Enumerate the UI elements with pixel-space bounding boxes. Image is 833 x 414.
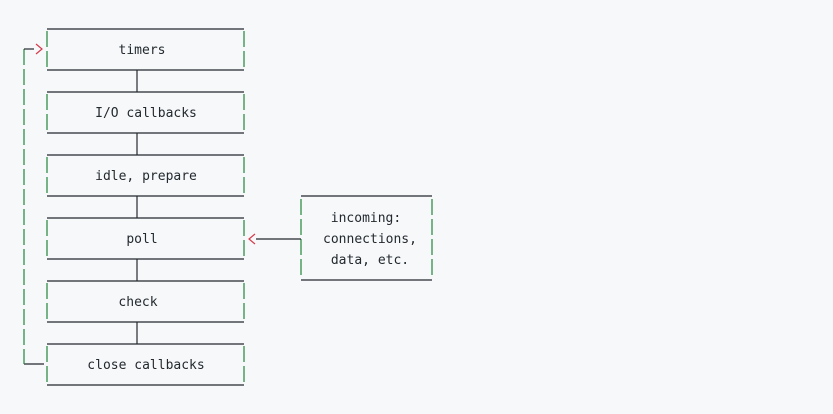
loop-back-line: [23, 43, 44, 365]
incoming-line-3: data, etc.: [331, 253, 409, 268]
phase-box-check: check: [46, 280, 245, 323]
phase-box-idle-prepare: idle, prepare: [46, 154, 245, 197]
incoming-line-1: incoming:: [331, 211, 401, 226]
phase-label-timers: timers: [119, 43, 166, 58]
loop-arrow-head-icon: [35, 43, 43, 55]
incoming-line-2: connections,: [323, 232, 417, 247]
phase-label-close-callbacks: close callbacks: [87, 358, 204, 373]
phase-label-check: check: [118, 295, 157, 310]
incoming-to-poll-arrow: [248, 233, 301, 245]
phase-label-idle-prepare: idle, prepare: [95, 169, 197, 184]
phase-box-poll: poll: [46, 217, 245, 260]
phase-label-io-callbacks: I/O callbacks: [95, 106, 197, 121]
incoming-box: incoming: connections, data, etc.: [300, 195, 433, 281]
phase-box-close-callbacks: close callbacks: [46, 343, 245, 386]
phase-label-poll: poll: [126, 232, 157, 247]
phase-box-timers: timers: [46, 28, 245, 71]
phase-box-io-callbacks: I/O callbacks: [46, 91, 245, 134]
arrow-head-icon: [248, 233, 256, 245]
